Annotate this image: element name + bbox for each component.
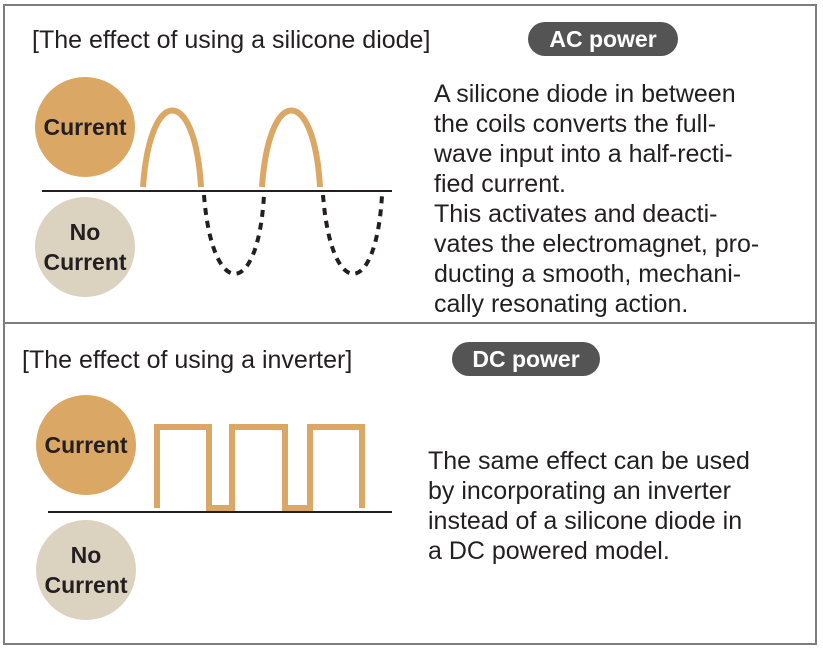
diode-description: A silicone diode in between the coils co… <box>434 80 760 318</box>
diagram-frame <box>3 4 817 645</box>
section-divider <box>3 322 817 324</box>
current-circle-top: Current <box>35 77 135 177</box>
half-wave-blocked-2 <box>321 194 384 276</box>
half-wave-blocked-1 <box>202 194 266 276</box>
diode-heading: [The effect of using a silicone diode] <box>32 26 431 54</box>
half-wave-positive-1 <box>140 107 204 188</box>
current-circle-bottom: Current <box>36 395 136 495</box>
no-current-circle-bottom: No Current <box>36 520 136 620</box>
dc-power-badge: DC power <box>452 342 600 376</box>
inverter-heading: [The effect of using a inverter] <box>22 346 353 374</box>
inverter-description: The same effect can be used by incorpora… <box>428 447 750 565</box>
no-current-circle-top: No Current <box>35 197 135 297</box>
square-wave <box>154 424 365 511</box>
half-wave-positive-2 <box>259 107 323 188</box>
ac-power-badge: AC power <box>528 22 678 56</box>
